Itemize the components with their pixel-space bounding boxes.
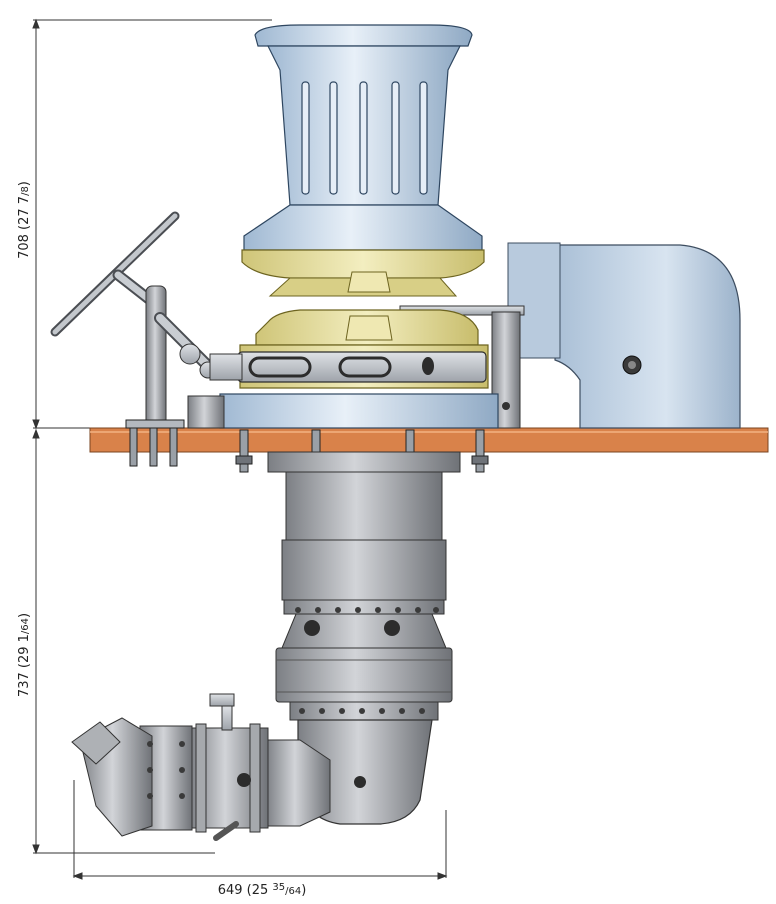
hydraulic-fitting bbox=[209, 693, 235, 731]
hydraulic-motor bbox=[71, 693, 331, 841]
manual-handle bbox=[50, 211, 243, 429]
dimension-width: 649 (25 35/64) bbox=[218, 882, 307, 898]
capstan-ribs bbox=[301, 81, 428, 195]
dimension-above-deck: 708 (27 7/8) bbox=[17, 181, 32, 259]
dimension-lines bbox=[32, 18, 448, 880]
capstan-drum bbox=[243, 24, 483, 251]
svg-text:649 (25 35/64): 649 (25 35/64) bbox=[218, 882, 307, 898]
gearbox-column bbox=[267, 451, 461, 649]
dimension-below-deck: 737 (29 1/64) bbox=[17, 613, 32, 697]
gearbox-bolt-icon bbox=[354, 776, 366, 788]
brake-housing bbox=[275, 647, 453, 825]
svg-text:737 (29 1/64): 737 (29 1/64) bbox=[17, 613, 32, 697]
column-bolt-icon bbox=[384, 620, 400, 636]
chain-links bbox=[237, 351, 487, 383]
column-bolt-icon bbox=[304, 620, 320, 636]
svg-text:708 (27 7/8): 708 (27 7/8) bbox=[17, 181, 32, 259]
chain-stripper bbox=[399, 305, 525, 429]
motor-port-icon bbox=[237, 773, 251, 787]
base-flange bbox=[219, 393, 499, 429]
chain-pipe-housing bbox=[507, 242, 741, 429]
